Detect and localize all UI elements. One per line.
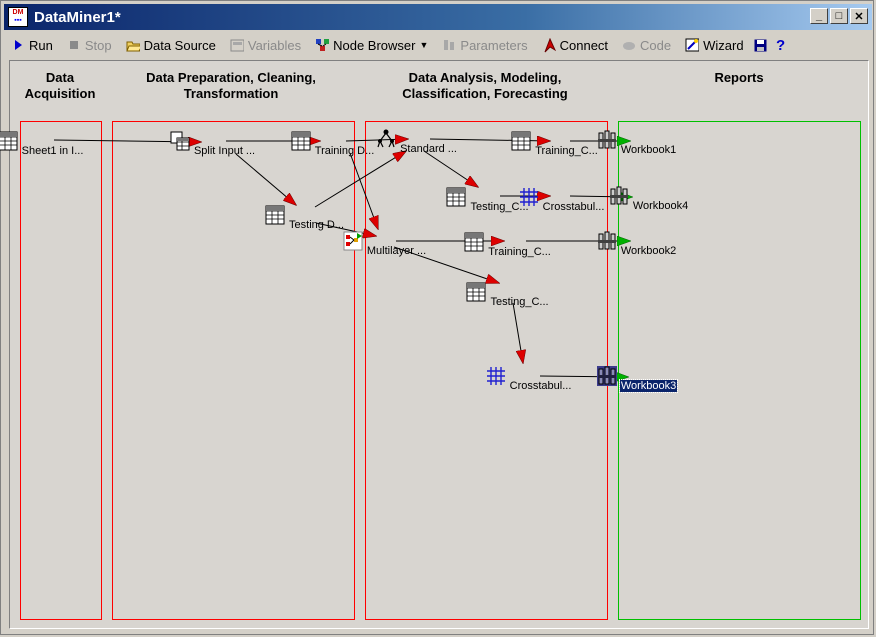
window-title: DataMiner1*	[34, 8, 121, 26]
decision-tree-icon	[377, 129, 395, 148]
arrow-multilayer-testingc2	[393, 246, 499, 283]
chevron-down-icon: ▼	[419, 40, 429, 50]
spreadsheet-icon	[265, 205, 285, 225]
title-bar[interactable]: DM▪▪▪ DataMiner1* _ □ ✕	[4, 4, 872, 30]
arrow-testing-standard	[314, 151, 406, 208]
run-icon	[11, 38, 25, 52]
workbook-icon	[596, 366, 617, 386]
arrow-training-standard	[345, 139, 408, 141]
spreadsheet-icon	[291, 131, 311, 151]
dataminer-app-icon[interactable]: DM▪▪▪	[8, 7, 28, 27]
connection-arrows	[53, 61, 868, 628]
workbook-icon	[597, 130, 616, 149]
stage-box-acquisition	[20, 121, 102, 620]
node-workbook3[interactable]: Workbook3	[582, 366, 692, 393]
help-button[interactable]: ?	[771, 34, 791, 56]
neural-network-icon	[343, 231, 363, 251]
node-crosstabul1[interactable]: Crosstabul...	[507, 187, 617, 213]
spreadsheet-icon	[446, 187, 466, 207]
stage-box-preparation	[112, 121, 355, 620]
connect-arrow-icon	[542, 37, 556, 52]
maximize-button[interactable]: □	[830, 8, 848, 24]
node-crosstabul2[interactable]: Crosstabul...	[474, 366, 584, 392]
wizard-button[interactable]: Wizard	[678, 34, 750, 56]
variables-button[interactable]: Variables	[223, 34, 308, 56]
parameters-icon	[442, 38, 456, 52]
workbook-icon	[597, 231, 616, 250]
stage-box-reports	[618, 121, 861, 620]
node-split-input[interactable]: Split Input ...	[158, 131, 268, 157]
node-workbook1[interactable]: Workbook1	[582, 130, 692, 156]
code-button[interactable]: Code	[615, 34, 678, 56]
node-browser-icon	[315, 38, 330, 52]
toolbar: Run Stop Data Source Variables Node Brow…	[4, 32, 872, 58]
stage-heading-analysis: Data Analysis, Modeling,Classification, …	[402, 70, 568, 101]
variables-icon	[230, 38, 244, 52]
node-training-c1[interactable]: Training_C...	[500, 131, 610, 157]
minimize-button[interactable]: _	[810, 8, 828, 24]
spreadsheet-icon	[511, 131, 531, 151]
close-button[interactable]: ✕	[850, 8, 868, 24]
node-sheet1[interactable]: Sheet1 in I...	[0, 131, 96, 157]
crosstab-grid-icon	[519, 188, 538, 206]
spreadsheet-icon	[466, 282, 486, 302]
wizard-icon	[685, 38, 700, 52]
node-standard[interactable]: Standard ...	[362, 129, 472, 155]
workbook-icon	[609, 186, 628, 205]
folder-open-icon	[125, 38, 140, 52]
minimize-icon: _	[815, 10, 823, 22]
arrow-training-multilayer	[349, 152, 378, 229]
help-question-icon: ?	[775, 36, 786, 54]
stop-button[interactable]: Stop	[60, 34, 119, 56]
crosstab-grid-icon	[486, 367, 505, 385]
node-multilayer[interactable]: Multilayer ...	[330, 231, 440, 257]
maximize-icon: □	[835, 10, 843, 22]
spreadsheet-icon	[0, 131, 18, 151]
connect-button[interactable]: Connect	[535, 34, 615, 56]
spreadsheet-icon	[464, 232, 484, 252]
node-workbook4[interactable]: Workbook4	[594, 186, 704, 212]
run-button[interactable]: Run	[4, 34, 60, 56]
node-testing-c1[interactable]: Testing_C...	[433, 187, 543, 213]
code-icon	[622, 38, 636, 52]
save-disk-icon	[754, 38, 768, 52]
node-testing-c2[interactable]: Testing_C...	[453, 282, 563, 308]
stage-heading-preparation: Data Preparation, Cleaning,Transformatio…	[146, 70, 316, 101]
save-button[interactable]	[751, 34, 771, 56]
arrow-standard-testingc1	[423, 150, 478, 187]
split-data-icon	[170, 131, 190, 151]
node-browser-button[interactable]: Node Browser ▼	[308, 34, 435, 56]
arrow-testing-multilayer	[315, 222, 376, 236]
node-workbook2[interactable]: Workbook2	[582, 231, 692, 257]
stage-heading-reports: Reports	[714, 70, 764, 85]
arrow-split-testing	[235, 153, 296, 205]
close-icon: ✕	[854, 10, 864, 23]
data-source-button[interactable]: Data Source	[119, 34, 223, 56]
node-training-c2[interactable]: Training_C...	[453, 232, 563, 258]
arrow-testingc2-cross2	[512, 302, 523, 363]
stop-icon	[67, 38, 81, 52]
parameters-button[interactable]: Parameters	[435, 34, 534, 56]
node-training-d[interactable]: Training D...	[278, 131, 388, 157]
node-testing-d[interactable]: Testing D...	[250, 205, 360, 231]
